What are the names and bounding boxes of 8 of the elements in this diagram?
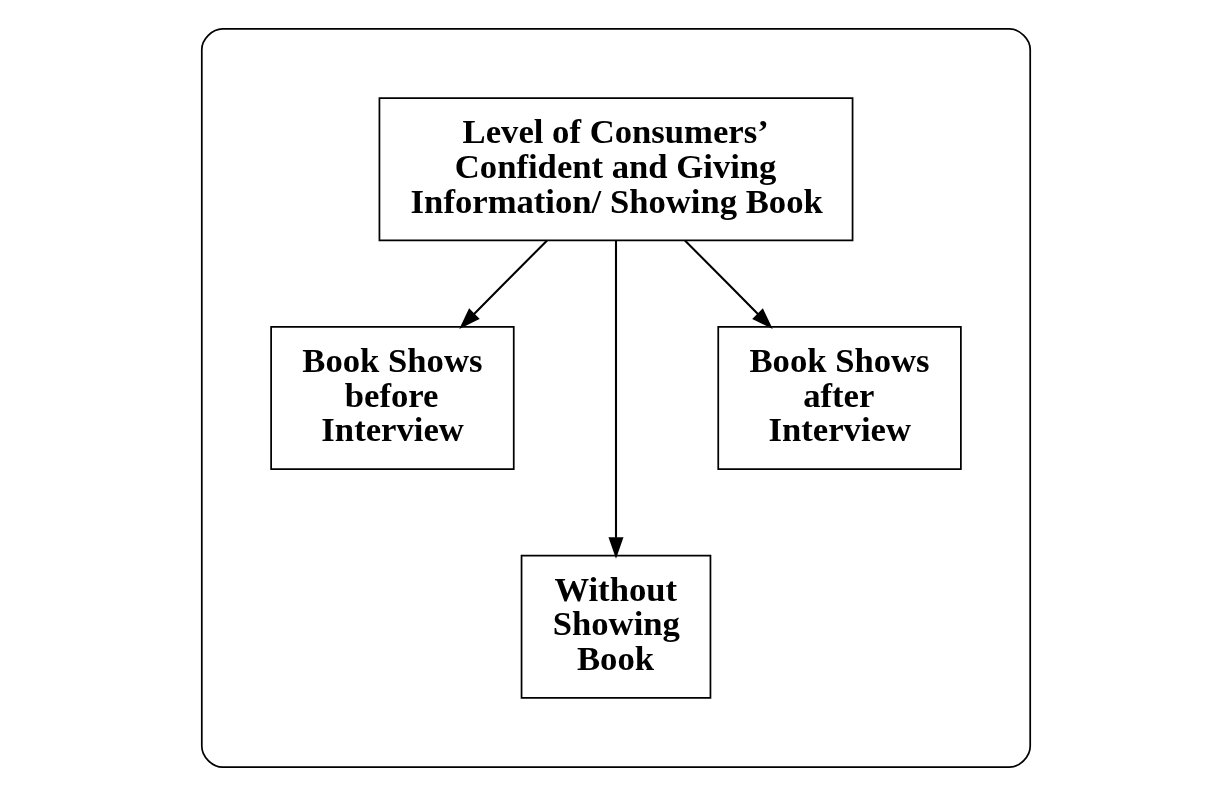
arrow [458,239,548,329]
node-box: Without Showing Book [520,554,711,699]
node-box: Level of Consumers’ Confident and Giving Information/ Showing Book [378,97,853,242]
node-box: Book Shows before Interview [269,326,515,470]
cluster [200,28,1031,768]
node-box: Book Shows after Interview [716,326,962,470]
arrow [607,240,624,559]
arrow [683,239,773,329]
